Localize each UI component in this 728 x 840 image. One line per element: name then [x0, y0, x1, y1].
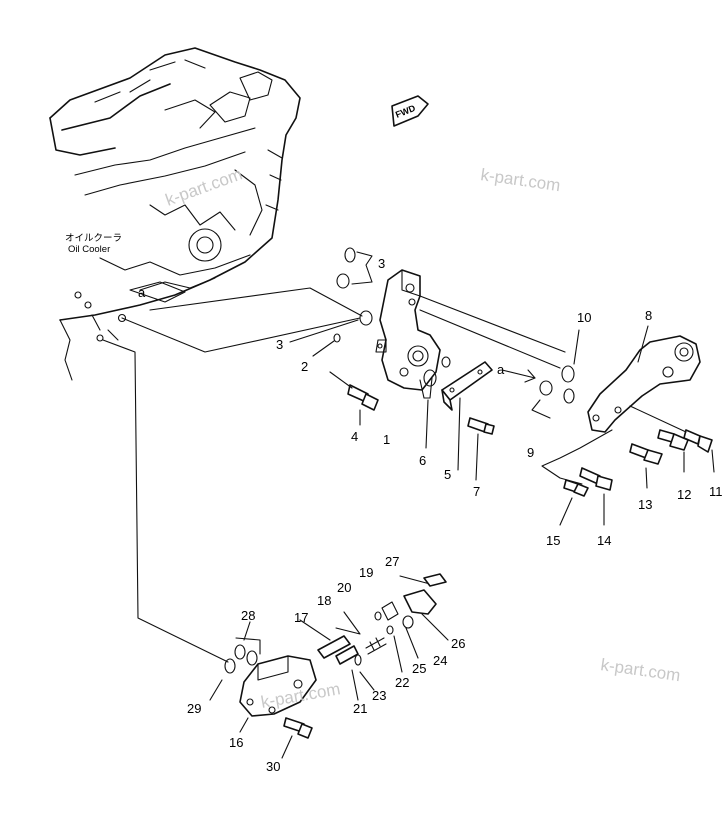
o-rings-top [289, 247, 373, 357]
callout-14: 14 [597, 533, 611, 548]
callout-3b: 3 [276, 337, 283, 352]
part-8-bracket [541, 325, 701, 485]
part-13-bolt [629, 443, 663, 489]
callout-15: 15 [546, 533, 560, 548]
forward-arrow: FWD [391, 95, 429, 127]
callout-13: 13 [638, 497, 652, 512]
watermark-1: k-part.com [163, 164, 245, 209]
watermarks: k-part.com k-part.com k-part.com k-part.… [163, 164, 682, 711]
part-4-bolt [329, 371, 379, 426]
callout-7: 7 [473, 484, 480, 499]
ref-a-left: a [138, 285, 146, 300]
callout-29: 29 [187, 701, 201, 716]
callout-5: 5 [444, 467, 451, 482]
callout-6: 6 [419, 453, 426, 468]
connection-lines [102, 287, 363, 663]
callout-2: 2 [301, 359, 308, 374]
callout-18: 18 [317, 593, 331, 608]
callout-10: 10 [577, 310, 591, 325]
callout-24: 24 [433, 653, 447, 668]
o-rings-28-29 [209, 621, 261, 701]
callout-16: 16 [229, 735, 243, 750]
part-1-block [375, 269, 566, 391]
callout-8: 8 [645, 308, 652, 323]
engine-block [49, 47, 301, 381]
callout-1: 1 [383, 432, 390, 447]
part-30-bolt [281, 717, 313, 759]
part-14-bolt [579, 467, 613, 526]
ref-a-right: a [497, 362, 505, 377]
callout-25: 25 [412, 661, 426, 676]
callout-9: 9 [527, 445, 534, 460]
part-11-bolt [629, 405, 715, 473]
callout-27: 27 [385, 554, 399, 569]
o-rings-9-10 [501, 329, 580, 419]
callout-30: 30 [266, 759, 280, 774]
watermark-2: k-part.com [479, 165, 561, 195]
callout-28: 28 [241, 608, 255, 623]
callout-4: 4 [351, 429, 358, 444]
callout-23: 23 [372, 688, 386, 703]
callout-21: 21 [353, 701, 367, 716]
watermark-3: k-part.com [599, 655, 681, 685]
callout-labels: 1 2 3 3 4 5 6 7 8 9 10 11 12 13 14 15 16… [187, 256, 723, 774]
oil-cooler-label-en: Oil Cooler [68, 244, 110, 255]
part-7-bolt [467, 417, 495, 481]
part-15-bolt [559, 479, 589, 526]
callout-11: 11 [709, 484, 723, 499]
callout-22: 22 [395, 675, 409, 690]
callout-26: 26 [451, 636, 465, 651]
part-12-nut [657, 429, 689, 473]
valve-internals [299, 573, 449, 701]
callout-17: 17 [294, 610, 308, 625]
callout-12: 12 [677, 487, 691, 502]
callout-20: 20 [337, 580, 351, 595]
callout-19: 19 [359, 565, 373, 580]
oil-cooler-label-jp: オイルクーラ [65, 233, 122, 244]
callout-3a: 3 [378, 256, 385, 271]
part-6-gasket [419, 356, 451, 449]
part-5-plate [441, 361, 493, 471]
part-16-valve-body [239, 655, 317, 733]
